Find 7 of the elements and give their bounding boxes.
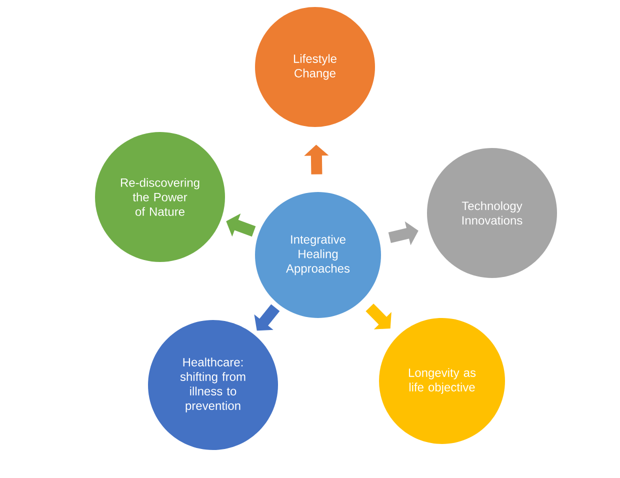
circle-node: Technology Innovations: [427, 148, 557, 278]
circle-node: Longevity as life objective: [379, 318, 505, 444]
circle-node: Re-discovering the Power of Nature: [95, 132, 225, 262]
block-arrow: [366, 304, 392, 330]
circle-node: Lifestyle Change: [255, 7, 375, 127]
circle-node: Integrative Healing Approaches: [255, 192, 381, 318]
circle-node: Healthcare: shifting from illness to prevention: [148, 320, 278, 450]
